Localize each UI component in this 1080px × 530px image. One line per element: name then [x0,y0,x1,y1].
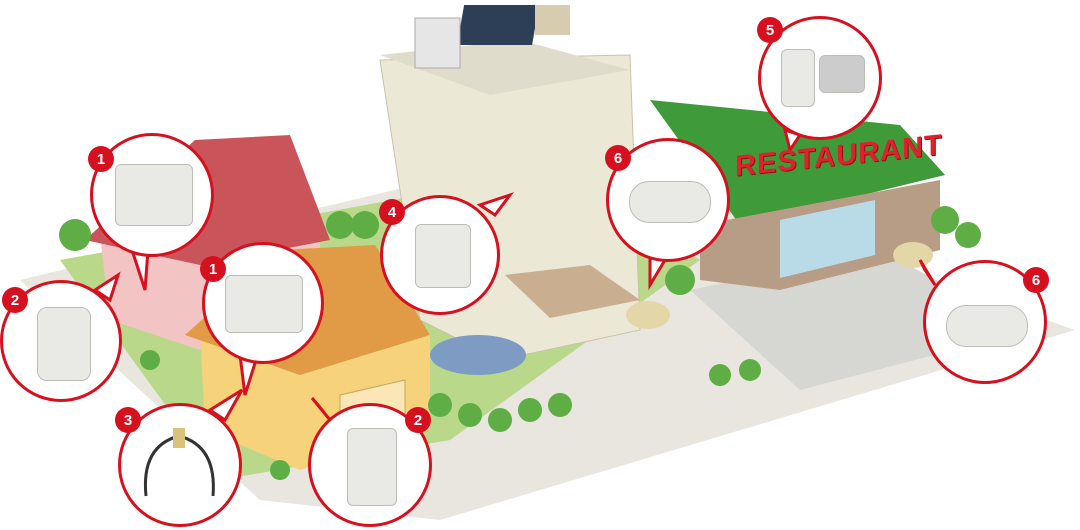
callout-number-badge: 6 [605,145,631,171]
callout-number-badge: 3 [115,407,141,433]
water-tank [535,5,570,35]
callout-number-badge: 5 [757,17,783,43]
callout-number-badge: 1 [88,146,114,172]
rooftop-unit [414,17,461,69]
restaurant-window [780,200,875,278]
callout-number-badge: 6 [1023,267,1049,293]
carport-roof [505,265,640,318]
callout-number-badge: 2 [2,287,28,313]
gas-tank-small [626,301,670,329]
callout-number-badge: 2 [405,407,431,433]
trees [59,206,981,480]
gas-hose-icon [143,428,215,497]
solar-panel [457,5,540,45]
callout-number-badge: 4 [379,199,405,225]
callout-number-badge: 1 [200,256,226,282]
callout-gas-tank-center[interactable] [606,138,730,262]
gas-tank-small [893,242,933,268]
callout-gas-tank-right[interactable] [923,260,1047,384]
callout-pointers [92,127,937,423]
callout-shutoff-valve[interactable] [758,16,882,140]
callout-gas-meter-pink-house[interactable] [90,133,214,257]
car [430,335,526,375]
callout-gas-alarm-left[interactable] [0,280,122,402]
